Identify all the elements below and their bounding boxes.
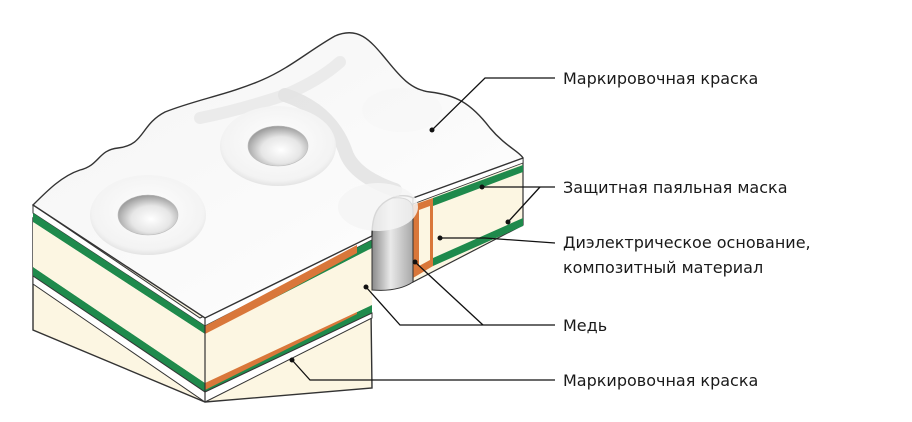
label-marking-paint-top: Маркировочная краска	[563, 69, 758, 88]
via-pad-center	[220, 106, 336, 186]
via-pad-left	[90, 175, 206, 255]
via-pad-cut	[338, 183, 418, 231]
label-dielectric-line2: композитный материал	[563, 258, 763, 277]
right-board-front-face	[412, 157, 524, 283]
leader-lines	[289, 77, 556, 381]
label-copper: Медь	[563, 316, 607, 335]
label-marking-paint-bottom: Маркировочная краска	[563, 371, 758, 390]
label-dielectric-line1: Диэлектрическое основание,	[563, 233, 811, 252]
label-solder-mask: Защитная паяльная маска	[563, 178, 788, 197]
